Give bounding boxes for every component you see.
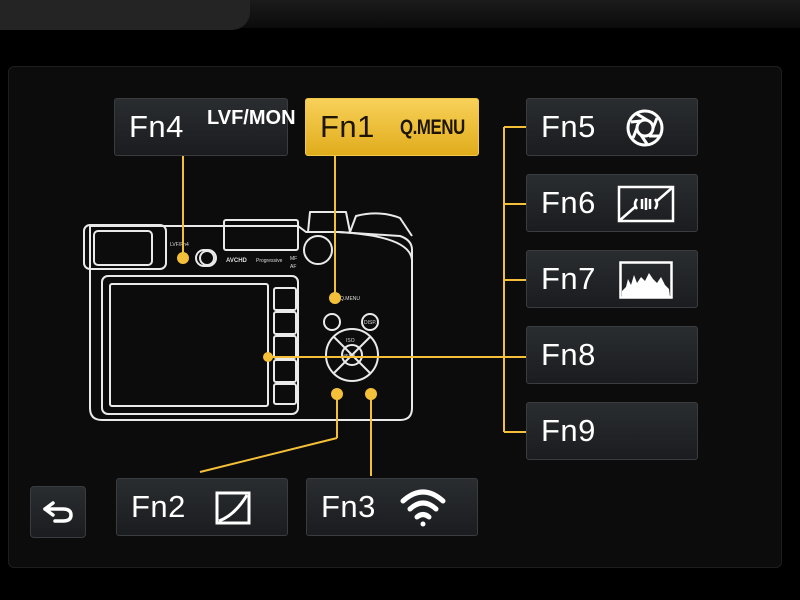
preview-icon — [617, 185, 675, 223]
wifi-icon — [399, 487, 447, 529]
qmenu-icon: Q.MENU — [400, 116, 465, 139]
fn7-button[interactable]: Fn7 — [526, 250, 698, 308]
fn6-button[interactable]: Fn6 — [526, 174, 698, 232]
aperture-icon — [625, 108, 665, 148]
fn2-button[interactable]: Fn2 — [116, 478, 288, 536]
fn3-label: Fn3 — [321, 489, 376, 524]
fn4-button[interactable]: Fn4 LVF/ MON — [114, 98, 296, 156]
curve-icon — [215, 491, 251, 525]
fn8-button[interactable]: Fn8 — [526, 326, 698, 384]
fn3-button[interactable]: Fn3 — [306, 478, 478, 536]
fn7-label: Fn7 — [541, 261, 596, 296]
fn5-label: Fn5 — [541, 109, 596, 144]
fn8-label: Fn8 — [541, 337, 596, 372]
fn5-button[interactable]: Fn5 — [526, 98, 698, 156]
fn9-label: Fn9 — [541, 413, 596, 448]
fn4-label: Fn4 — [129, 109, 184, 144]
return-arrow-icon — [41, 499, 75, 525]
mon-text: MON — [248, 107, 296, 129]
fn2-label: Fn2 — [131, 489, 186, 524]
lvf-mon-icon: LVF/ MON — [207, 108, 296, 128]
fn1-label: Fn1 — [320, 109, 375, 144]
fn6-label: Fn6 — [541, 185, 596, 220]
histogram-icon — [619, 261, 673, 299]
fn9-button[interactable]: Fn9 — [526, 402, 698, 460]
fn1-button[interactable]: Fn1 Q.MENU — [305, 98, 479, 156]
top-notch — [0, 0, 250, 30]
lvf-text: LVF/ — [207, 107, 249, 129]
back-button[interactable] — [30, 486, 86, 538]
